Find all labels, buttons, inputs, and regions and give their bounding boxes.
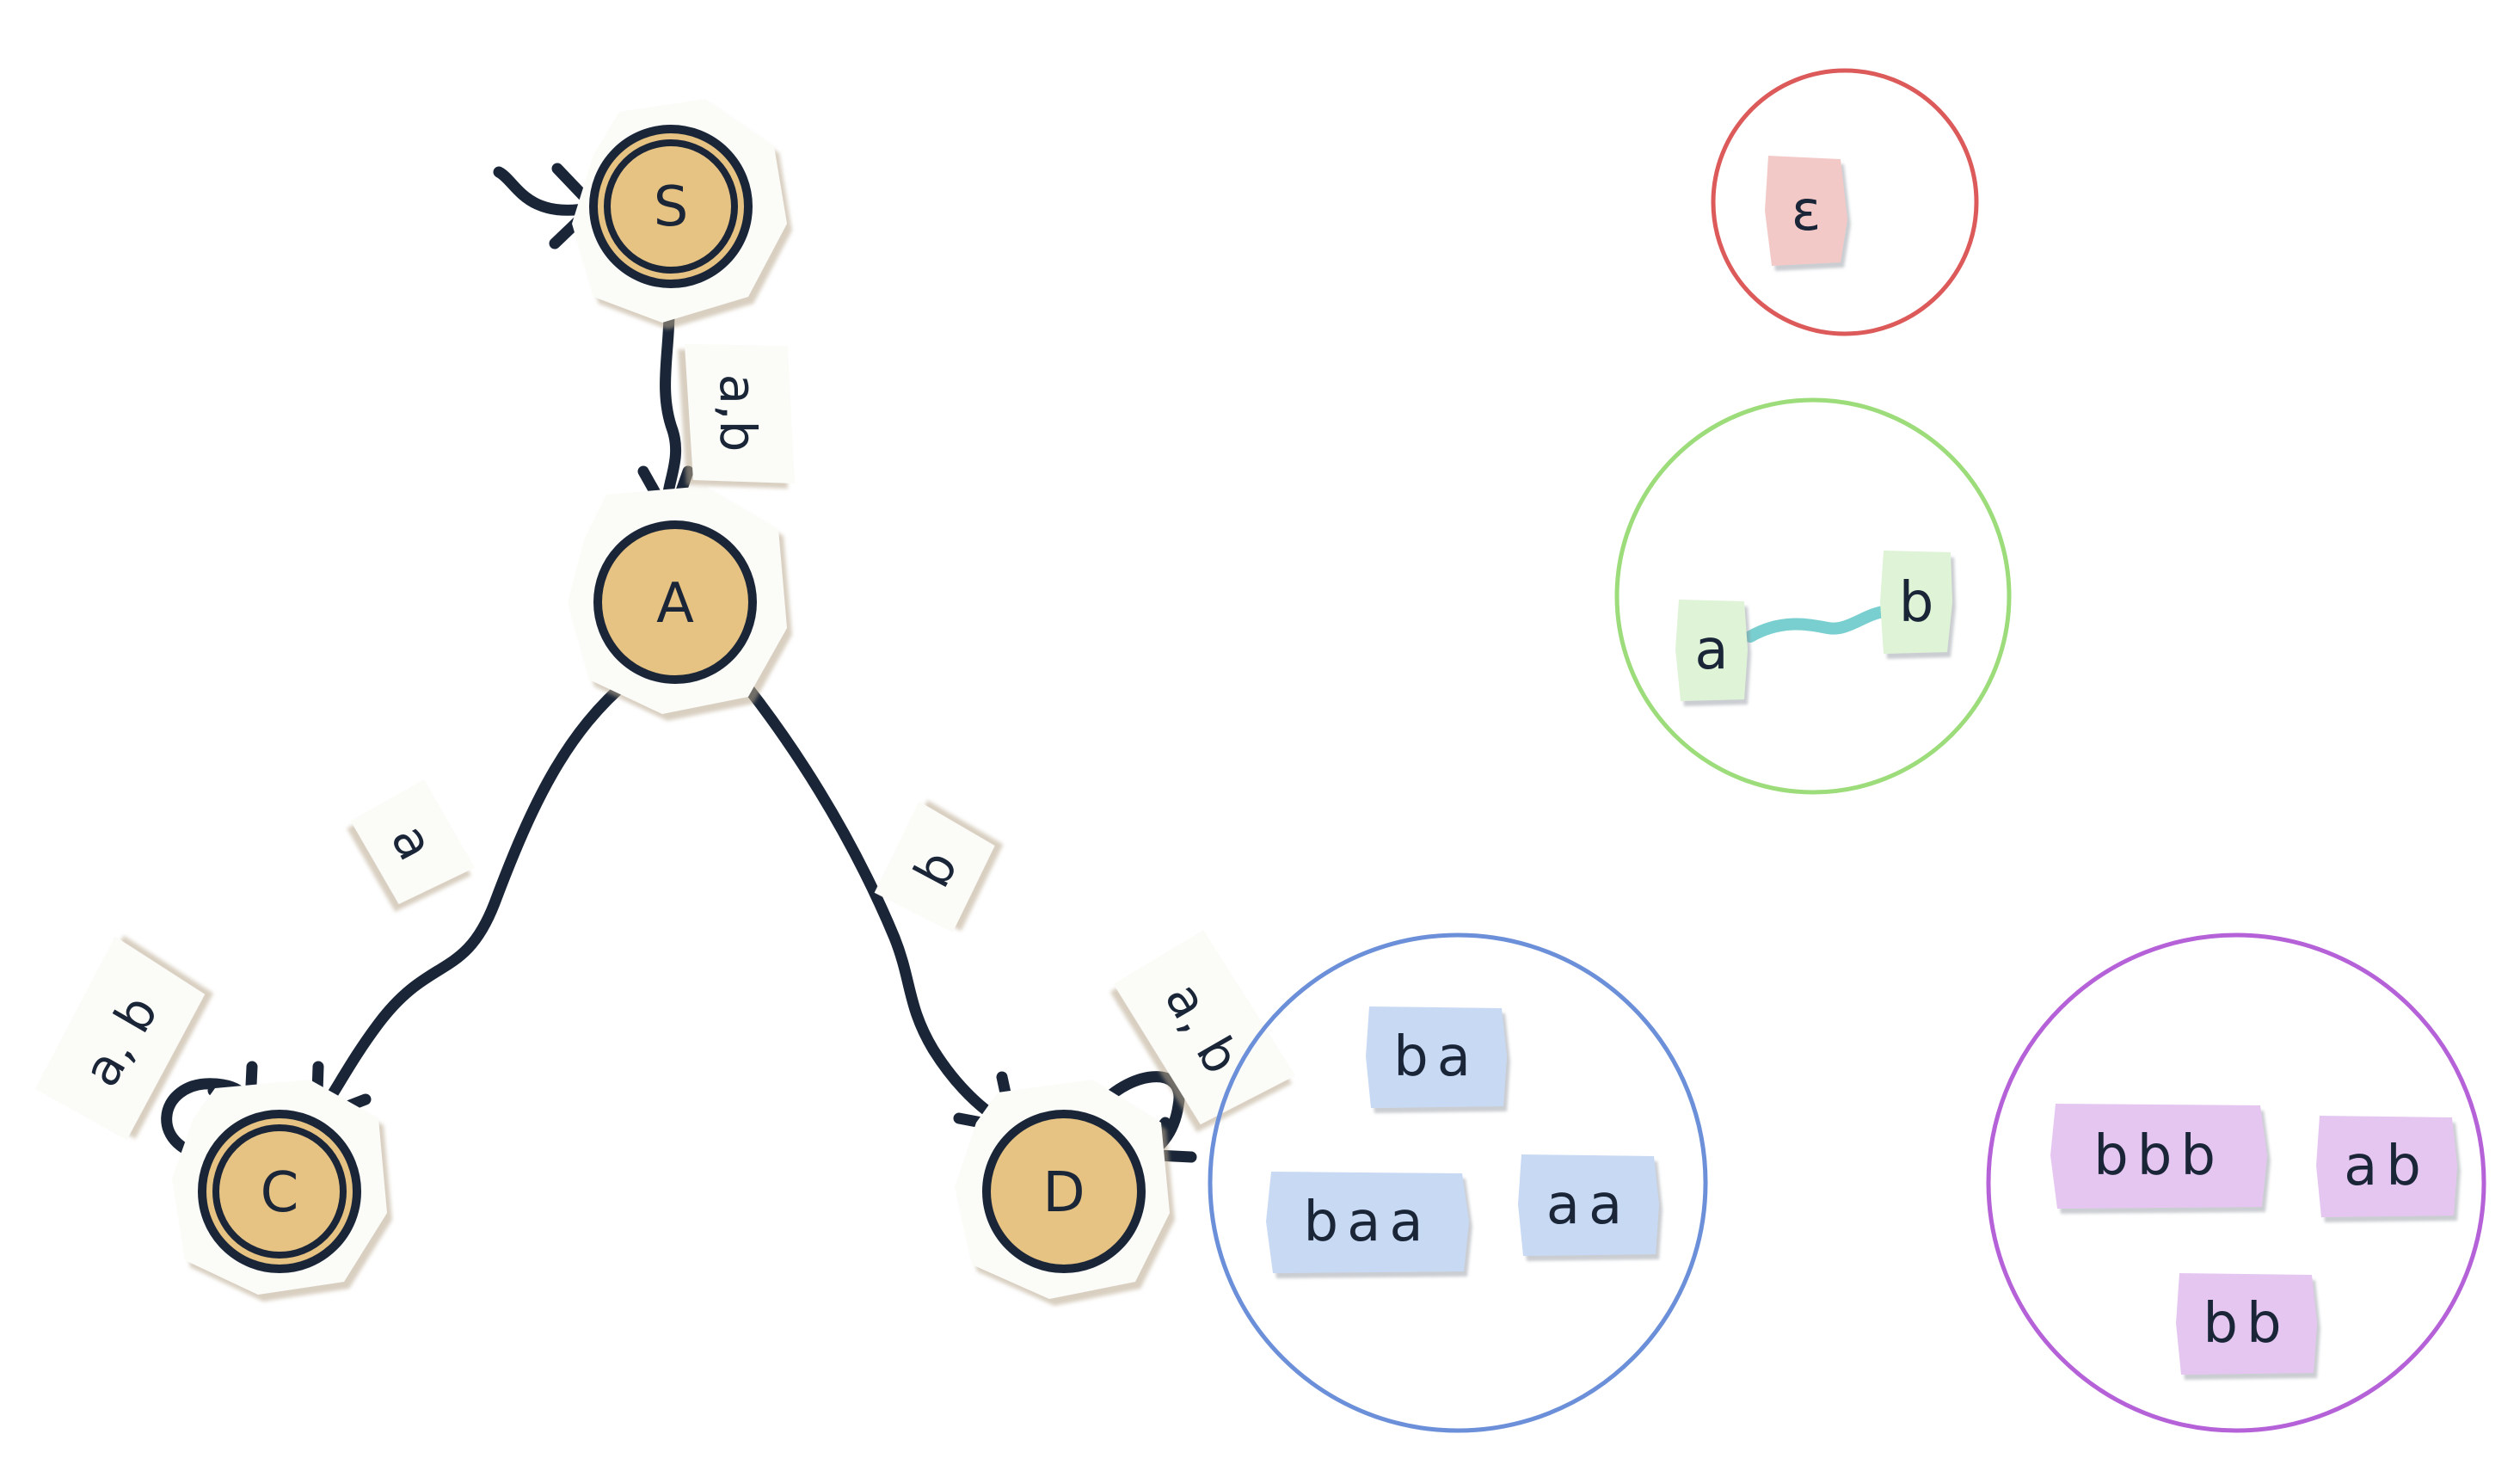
word-tile-aa[interactable]: aa — [1518, 1154, 1659, 1256]
word-tile-a-paper — [1675, 600, 1748, 701]
label-c-self-loop-paper — [34, 936, 206, 1141]
group-purple[interactable]: bbb ab bb — [1986, 932, 2486, 1433]
word-tile-epsilon-paper — [1765, 156, 1847, 266]
word-tile-ba[interactable]: ba — [1366, 1006, 1507, 1108]
word-tile-ab-paper — [2316, 1116, 2457, 1217]
group-red[interactable]: ε — [1711, 68, 1979, 336]
word-tile-a[interactable]: a — [1675, 600, 1748, 701]
state-c-label: C — [261, 1161, 299, 1225]
word-link-connector — [1744, 605, 1898, 643]
label-a-to-c[interactable]: a — [350, 778, 476, 908]
state-s-ring-outer — [589, 125, 753, 288]
state-c-ring-outer — [198, 1110, 361, 1273]
word-tile-ba-text: ba — [1393, 1025, 1479, 1089]
word-tile-epsilon-text: ε — [1792, 180, 1822, 243]
word-tile-bb[interactable]: bb — [2176, 1273, 2317, 1375]
word-tile-baa[interactable]: baa — [1266, 1172, 1469, 1273]
word-tile-aa-paper — [1518, 1154, 1659, 1256]
word-tile-a-text: a — [1694, 619, 1728, 682]
start-arrow — [493, 166, 595, 216]
state-d-circle — [982, 1110, 1146, 1273]
label-s-to-a-text: a,b — [709, 374, 767, 452]
label-d-self-loop-paper — [1113, 930, 1296, 1125]
state-a[interactable]: A — [568, 486, 787, 714]
state-s-ring-inner — [604, 139, 738, 274]
transition-labels: a,b a b a, b a, b — [29, 344, 1296, 1142]
label-a-to-d-paper — [874, 801, 995, 932]
label-d-self-loop[interactable]: a, b — [1113, 926, 1296, 1131]
group-blue[interactable]: ba baa aa — [1208, 932, 1708, 1433]
word-groups: ε a b ba baa — [1208, 68, 2486, 1433]
states: S A C D — [172, 99, 1170, 1299]
state-c-ring-inner — [212, 1124, 347, 1259]
group-red-ring — [1711, 68, 1979, 336]
state-s-label: S — [654, 175, 689, 239]
group-blue-ring — [1208, 932, 1708, 1433]
word-tile-b-paper — [1880, 551, 1952, 654]
label-s-to-a-paper — [685, 344, 795, 483]
state-s[interactable]: S — [572, 99, 787, 323]
word-tile-ab[interactable]: ab — [2316, 1116, 2457, 1217]
word-tile-epsilon[interactable]: ε — [1765, 156, 1847, 266]
label-s-to-a[interactable]: a,b — [685, 344, 795, 483]
label-a-to-c-paper — [350, 779, 476, 905]
group-green-ring — [1614, 397, 2012, 795]
word-tile-ab-text: ab — [2344, 1135, 2430, 1198]
word-tile-b-text: b — [1899, 571, 1934, 635]
edge-a-to-c[interactable] — [314, 674, 636, 1120]
state-d[interactable]: D — [955, 1080, 1170, 1299]
state-d-label: D — [1042, 1161, 1085, 1225]
label-c-self-loop[interactable]: a, b — [29, 936, 212, 1142]
word-tile-bbb-paper — [2050, 1104, 2267, 1209]
word-tile-b[interactable]: b — [1880, 551, 1952, 654]
state-a-label: A — [656, 572, 694, 636]
word-tile-bb-text: bb — [2203, 1292, 2290, 1356]
group-purple-ring — [1986, 932, 2486, 1433]
word-tile-baa-paper — [1266, 1172, 1469, 1273]
state-a-circle — [593, 520, 757, 684]
label-a-to-d[interactable]: b — [871, 801, 999, 934]
word-tile-bbb-text: bbb — [2093, 1124, 2224, 1188]
word-tile-bbb[interactable]: bbb — [2050, 1104, 2267, 1209]
edge-a-to-d[interactable] — [725, 661, 1017, 1133]
word-tile-aa-text: aa — [1546, 1173, 1631, 1237]
word-tile-ba-paper — [1366, 1006, 1507, 1108]
word-tile-bb-paper — [2176, 1273, 2317, 1375]
word-tile-baa-text: baa — [1303, 1191, 1431, 1254]
state-c[interactable]: C — [172, 1080, 387, 1295]
group-green[interactable]: a b — [1614, 397, 2012, 795]
